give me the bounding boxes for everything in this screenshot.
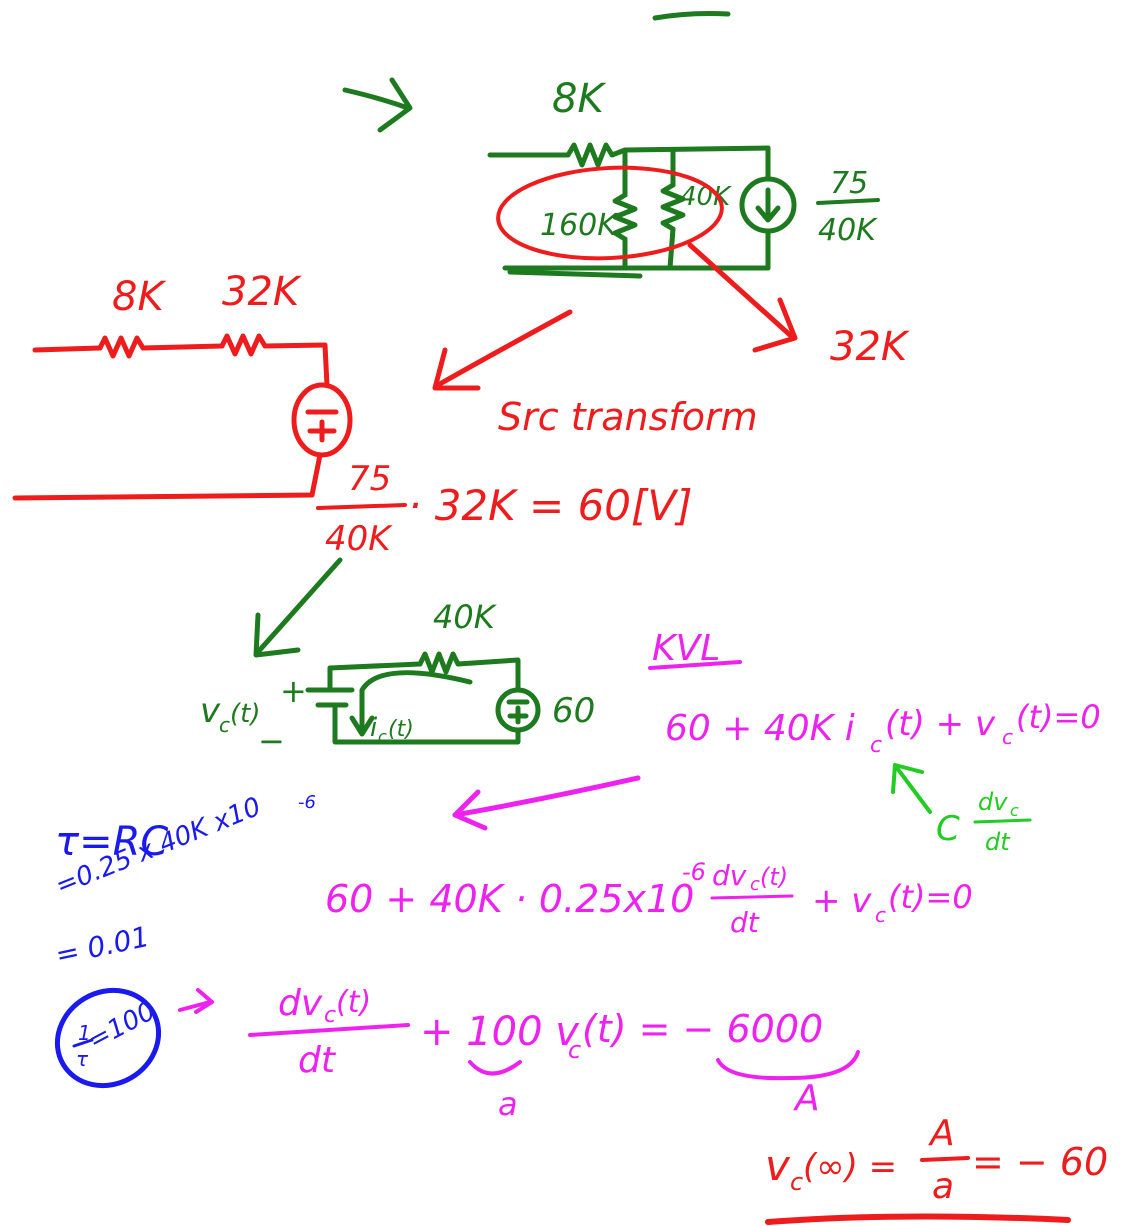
cap-dv-sub: c (1010, 801, 1019, 820)
kvl-eq2-dv: dv (712, 859, 747, 892)
cap-bar (973, 818, 1032, 824)
resistor-8k-red (97, 335, 146, 359)
kvl-eq2-b: + v (812, 881, 872, 921)
brace-A (716, 1050, 860, 1081)
magenta-arrow-small (178, 988, 214, 1014)
resistor-8k (565, 142, 615, 168)
label-32k-red: 32K (222, 269, 302, 315)
kvl-eq2-bar (710, 894, 794, 900)
eq-32k-60v: · 32K = 60[V] (408, 481, 693, 530)
result-v-arg: (∞) = (803, 1147, 897, 1187)
label-src-transform: Src transform (498, 395, 758, 439)
kvl-eq1-b: (t) + v (885, 704, 996, 744)
kvl-eq2-a: 60 + 40K · 0.25x10 (325, 877, 694, 921)
ode-a: a (498, 1085, 518, 1123)
label-vc: v (200, 691, 221, 731)
resistor-40k-green (417, 651, 461, 675)
result-v: v (765, 1141, 791, 1190)
tau-value: = 0.01 (53, 920, 153, 972)
kvl-eq2-dv-sub: c (750, 874, 760, 895)
cap-dv: dv (978, 788, 1008, 816)
tau-inv-num: 1 (78, 1021, 91, 1045)
ode-mid-end: (t) = − 6000 (582, 1007, 823, 1051)
label-plus: + (280, 672, 307, 710)
result-a: a (932, 1166, 954, 1207)
ode-dt: dt (298, 1040, 337, 1081)
label-minus: − (258, 722, 285, 760)
ode-dv: dv (278, 983, 323, 1024)
magenta-arrow-left (452, 775, 641, 831)
ode-A: A (793, 1078, 820, 1119)
green-arrow-down-left (253, 557, 343, 658)
result-A: A (928, 1113, 955, 1154)
kvl-eq2-b-sub: c (875, 903, 886, 927)
red-highlight-ellipse (496, 165, 724, 261)
tau-inv-den: τ (76, 1047, 89, 1071)
circuit-step2 (12, 333, 353, 501)
cap-c: C (936, 809, 960, 849)
label-32k-equivalent: 32K (830, 324, 910, 370)
label-8k-red: 8K (112, 274, 166, 320)
kvl-eq2-dv-arg: (t) (760, 863, 788, 891)
label-ic: i (370, 713, 378, 743)
resistor-32k-red (219, 333, 268, 357)
kvl-eq1-sub: c (870, 733, 882, 758)
label-vc-sub: c (219, 713, 230, 737)
brace-a (468, 1060, 522, 1076)
cap-dt: dt (985, 828, 1011, 856)
tau-inv-eq: =100 (83, 996, 160, 1056)
resistor-40k (660, 182, 686, 232)
tau-product-exp: -6 (298, 792, 316, 813)
top-dash-stroke (652, 11, 731, 21)
eq-40k: 40K (325, 519, 393, 559)
current-loop-arrow (349, 670, 473, 737)
red-arrow-down-left (432, 309, 573, 391)
tau-rc: τ=RC (55, 819, 168, 865)
ode-dv-arg: (t) (336, 985, 371, 1020)
result-v-sub: c (790, 1168, 803, 1196)
kvl-eq1-a: 60 + 40K i (665, 708, 855, 749)
lime-arrow-up (891, 763, 932, 814)
green-arrow-right (342, 77, 413, 133)
label-75: 75 (830, 166, 868, 201)
kvl-eq1-sub2: c (1002, 725, 1013, 749)
kvl-eq2-dt: dt (730, 906, 760, 939)
fraction-bar-eq (316, 503, 407, 510)
kvl-eq1-c: (t)=0 (1016, 698, 1101, 736)
result-bar (920, 1156, 970, 1162)
kvl-underline (648, 660, 742, 670)
result-rhs: = − 60 (972, 1140, 1108, 1184)
label-ic-arg: (t) (388, 717, 414, 742)
ode-mid-sub: c (568, 1036, 581, 1064)
label-60-source: 60 (552, 691, 595, 731)
label-40k-den: 40K (818, 213, 878, 248)
kvl-eq2-b-end: (t)=0 (888, 878, 973, 916)
kvl-eq2-exp: -6 (682, 858, 706, 886)
label-ic-sub: c (378, 727, 387, 746)
label-8k: 8K (552, 76, 606, 122)
red-arrow-to-32k (687, 242, 798, 353)
result-underline (765, 1213, 1071, 1225)
label-160k: 160K (540, 208, 619, 243)
label-vc-arg: (t) (230, 699, 260, 729)
fraction-bar-75-40k (816, 198, 880, 205)
label-40k-green: 40K (433, 598, 498, 636)
resistor-160k (612, 192, 638, 242)
ode-bar (248, 1023, 410, 1037)
ode-dv-sub: c (324, 1003, 336, 1028)
tau-inverse-circle (54, 987, 162, 1089)
ode-mid: + 100 v (420, 1009, 580, 1055)
circuit-step3 (305, 651, 541, 745)
tau-inv-bar (72, 1038, 94, 1048)
capacitor-symbol (305, 687, 355, 708)
tau-block: τ=RC =0.25 x 40K x10 -6 = 0.01 (51, 792, 316, 972)
eq-75: 75 (348, 459, 391, 499)
circuit-step1 (487, 142, 797, 279)
